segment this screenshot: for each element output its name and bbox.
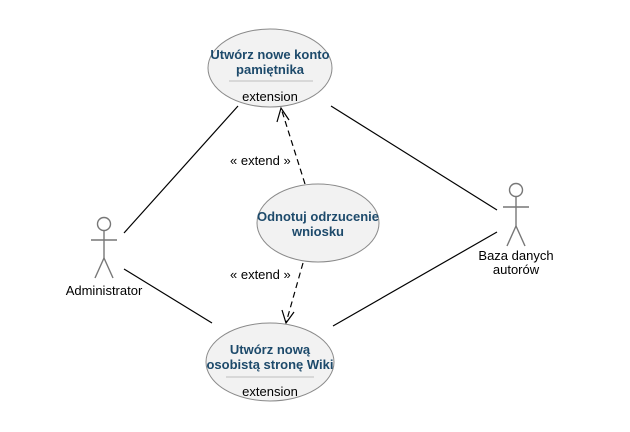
actor-database[interactable]: Baza danych autorów xyxy=(478,182,554,278)
actor-database-label-line2: autorów xyxy=(493,262,540,277)
extend-label-top: « extend » xyxy=(230,153,291,168)
use-case-create-account-extension: extension xyxy=(242,89,298,104)
use-case-reject-note-title-line2: wniosku xyxy=(291,224,344,239)
actor-administrator-label: Administrator xyxy=(66,283,143,298)
use-case-create-page-ellipse xyxy=(205,322,335,402)
actor-administrator[interactable]: Administrator xyxy=(66,216,143,299)
use-case-create-page-title-line1: Utwórz nową xyxy=(230,342,311,357)
use-case-reject-note[interactable]: Odnotuj odrzucenie wniosku xyxy=(256,183,380,263)
association-database-create-account xyxy=(330,105,498,211)
use-case-create-account-ellipse xyxy=(207,28,333,108)
use-case-create-page-extension: extension xyxy=(242,384,298,399)
actor-stick-figure-icon xyxy=(91,216,117,279)
association-database-create-page xyxy=(332,231,498,327)
actor-database-label-line1: Baza danych xyxy=(478,248,553,263)
extend-label-bottom: « extend » xyxy=(230,267,291,282)
use-case-create-account-title-line1: Utwórz nowe konto xyxy=(210,47,329,62)
use-case-create-page[interactable]: Utwórz nową osobistą stronę Wiki extensi… xyxy=(205,322,335,402)
use-case-create-account[interactable]: Utwórz nowe konto pamiętnika extension xyxy=(207,28,333,108)
association-admin-create-page xyxy=(123,268,213,324)
actor-stick-figure-icon xyxy=(503,182,529,247)
use-case-reject-note-title-line1: Odnotuj odrzucenie xyxy=(257,209,379,224)
extend-line-bottom xyxy=(285,262,304,324)
extend-line-top xyxy=(280,107,306,185)
use-case-create-page-title-line2: osobistą stronę Wiki xyxy=(206,357,333,372)
association-admin-create-account xyxy=(123,105,239,234)
extend-arrowhead-top xyxy=(276,106,290,123)
use-case-create-account-title-line2: pamiętnika xyxy=(236,62,305,77)
extend-arrowhead-bottom xyxy=(281,309,295,325)
use-case-reject-note-ellipse xyxy=(256,183,380,263)
